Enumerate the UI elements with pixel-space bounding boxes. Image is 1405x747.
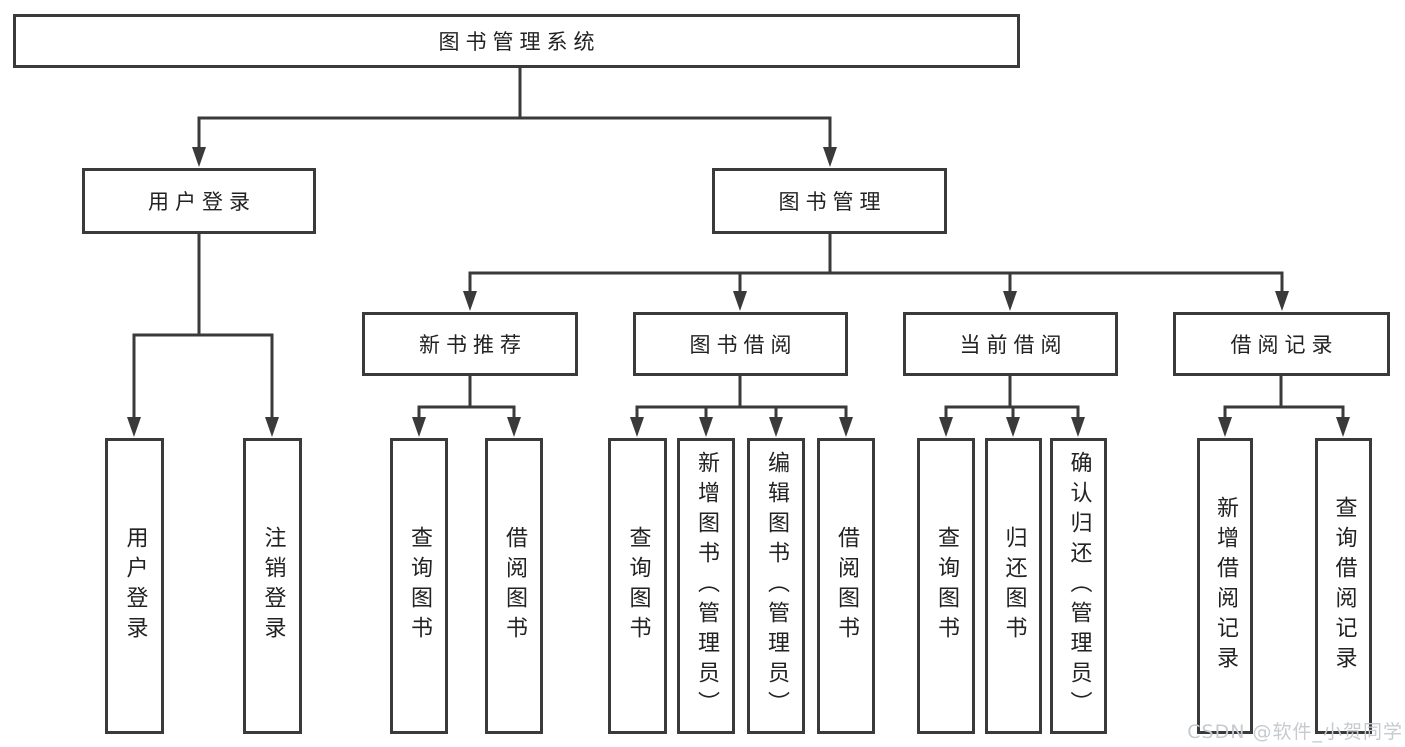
node-new-book-recommend-label: 新书推荐 xyxy=(419,333,527,357)
leaf-current-query-books: 查询图书 xyxy=(917,438,975,734)
leaf-edit-books-admin: 编辑图书（管理员） xyxy=(747,438,805,734)
node-new-book-recommend: 新书推荐 xyxy=(362,312,578,376)
leaf-add-borrow-record-label: 新增借阅记录 xyxy=(1213,496,1238,676)
leaf-query-borrow-record-label: 查询借阅记录 xyxy=(1331,496,1357,676)
node-root: 图书管理系统 xyxy=(13,14,1020,68)
csdn-watermark: CSDN @软件_小贺同学 xyxy=(1187,721,1403,743)
node-current-borrow: 当前借阅 xyxy=(903,312,1118,376)
leaf-user-login: 用户登录 xyxy=(105,438,164,734)
leaf-recommend-query-books: 查询图书 xyxy=(390,438,448,734)
leaf-recommend-borrow-books-label: 借阅图书 xyxy=(502,526,527,646)
leaf-confirm-return-admin: 确认归还（管理员） xyxy=(1050,438,1107,734)
node-root-label: 图书管理系统 xyxy=(438,30,601,54)
leaf-return-books: 归还图书 xyxy=(985,438,1042,734)
leaf-borrow-query-books-label: 查询图书 xyxy=(625,526,651,646)
leaf-return-books-label: 归还图书 xyxy=(1001,526,1027,646)
leaf-current-query-books-label: 查询图书 xyxy=(934,526,959,646)
node-borrow-records-label: 借阅记录 xyxy=(1230,333,1339,357)
leaf-add-books-admin: 新增图书（管理员） xyxy=(677,438,735,734)
leaf-logout: 注销登录 xyxy=(243,438,302,734)
leaf-recommend-query-books-label: 查询图书 xyxy=(407,526,432,646)
leaf-logout-label: 注销登录 xyxy=(260,526,286,646)
node-book-management: 图书管理 xyxy=(712,168,947,234)
leaf-add-books-admin-label: 新增图书（管理员） xyxy=(694,451,719,721)
leaf-borrow-books: 借阅图书 xyxy=(817,438,875,734)
node-book-borrow: 图书借阅 xyxy=(633,312,848,376)
node-current-borrow-label: 当前借阅 xyxy=(959,333,1068,357)
leaf-borrow-books-label: 借阅图书 xyxy=(834,526,859,646)
leaf-user-login-label: 用户登录 xyxy=(122,526,148,646)
leaf-edit-books-admin-label: 编辑图书（管理员） xyxy=(764,451,789,721)
node-user-login: 用户登录 xyxy=(82,168,316,234)
node-book-borrow-label: 图书借阅 xyxy=(689,333,798,357)
node-user-login-label: 用户登录 xyxy=(148,190,256,214)
node-borrow-records: 借阅记录 xyxy=(1173,312,1390,376)
leaf-confirm-return-admin-label: 确认归还（管理员） xyxy=(1066,451,1092,721)
leaf-borrow-query-books: 查询图书 xyxy=(608,438,667,734)
leaf-add-borrow-record: 新增借阅记录 xyxy=(1197,438,1253,734)
leaf-recommend-borrow-books: 借阅图书 xyxy=(485,438,543,734)
leaf-query-borrow-record: 查询借阅记录 xyxy=(1315,438,1372,734)
node-book-management-label: 图书管理 xyxy=(778,190,887,214)
